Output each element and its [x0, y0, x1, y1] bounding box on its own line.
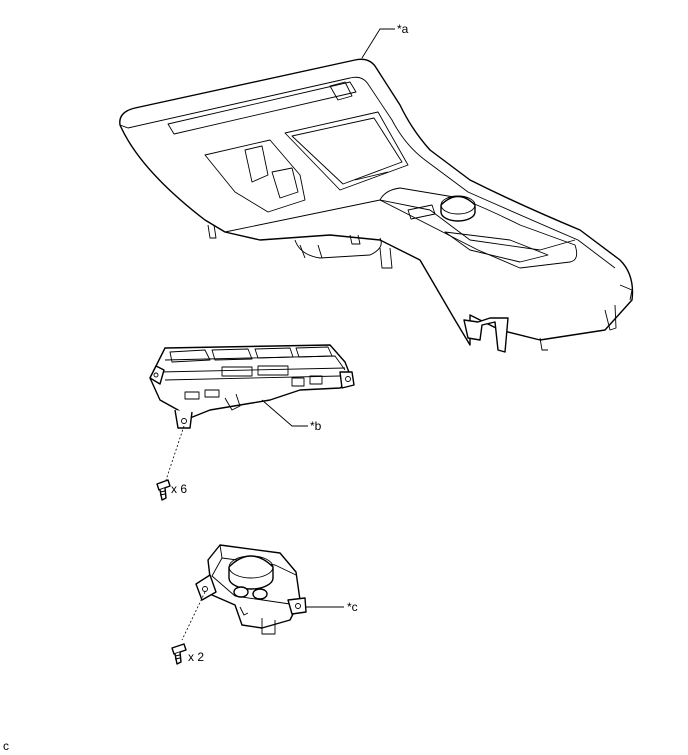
console-panel-part: [119, 58, 634, 353]
callout-label-a: *a: [397, 22, 409, 36]
screw-c: [171, 591, 206, 665]
leader-line-b: [261, 399, 308, 427]
controller-knob-part: [195, 544, 307, 635]
leader-line-a: [361, 28, 395, 59]
screw-quantity-c: x 2: [188, 650, 205, 664]
figure-code: c: [3, 739, 9, 753]
screw-b: [156, 425, 185, 501]
switch-assembly-part: [149, 344, 355, 429]
callout-label-b: *b: [310, 419, 322, 433]
screw-quantity-b: x 6: [171, 482, 188, 496]
callout-label-c: *c: [347, 600, 358, 614]
